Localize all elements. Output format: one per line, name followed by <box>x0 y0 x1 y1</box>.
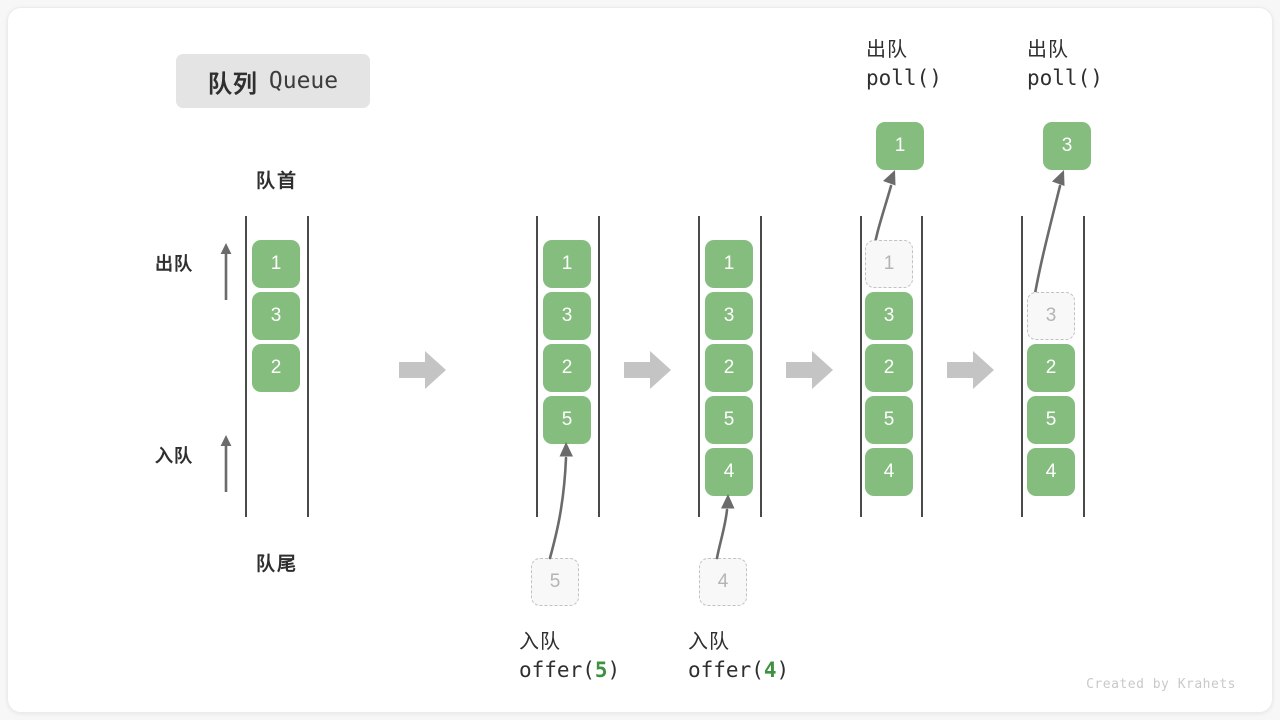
queue-rail-right-stage2 <box>598 216 600 517</box>
diagram-card: 队列 Queue 队首 队尾 出队 入队 1 3 2 <box>7 7 1273 713</box>
enqueue-direction-arrow-icon <box>220 435 232 492</box>
queue-cell: 3 <box>252 292 300 340</box>
op-caption-offer-5: 入队 offer(5) <box>519 628 739 686</box>
queue-rail-left-stage4 <box>860 216 862 517</box>
dequeue-direction-arrow-icon <box>220 243 232 300</box>
queue-cell: 5 <box>705 396 753 444</box>
queue-rail-right-stage1 <box>307 216 309 517</box>
queue-rail-right-stage4 <box>921 216 923 517</box>
queue-cell: 3 <box>865 292 913 340</box>
title-badge: 队列 Queue <box>176 54 370 108</box>
op-header-poll-1: 出队 poll() <box>866 36 1086 94</box>
title-en: Queue <box>268 68 339 94</box>
dequeue-side-label: 出队 <box>155 254 193 274</box>
queue-cell: 4 <box>865 448 913 496</box>
queue-cell-ghost: 3 <box>1027 292 1075 340</box>
queue-tail-label: 队尾 <box>255 554 298 575</box>
op-caption-code: offer(4) <box>688 656 908 686</box>
enqueue-side-label: 入队 <box>155 446 193 466</box>
queue-cell-ghost: 1 <box>865 240 913 288</box>
code-post: ) <box>607 658 621 683</box>
queue-rail-right-stage3 <box>760 216 762 517</box>
queue-cell: 1 <box>252 240 300 288</box>
polled-result-cell: 1 <box>876 122 924 170</box>
queue-head-label: 队首 <box>255 171 298 192</box>
queue-cell: 5 <box>865 396 913 444</box>
op-caption-cn: 入队 <box>688 631 730 653</box>
queue-cell: 4 <box>1027 448 1075 496</box>
incoming-ghost-cell: 5 <box>531 558 579 606</box>
title-cn: 队列 <box>207 70 258 98</box>
code-post: ) <box>776 658 790 683</box>
queue-cell: 2 <box>1027 344 1075 392</box>
enqueue-curve-arrow-icon <box>715 494 735 560</box>
queue-cell: 2 <box>252 344 300 392</box>
queue-cell: 5 <box>1027 396 1075 444</box>
op-header-cn: 出队 <box>866 39 908 61</box>
queue-rail-left-stage5 <box>1021 216 1023 517</box>
op-header-code: poll() <box>1027 66 1103 91</box>
credit-text: Created by Krahets <box>1086 677 1236 692</box>
code-arg: 5 <box>594 658 608 683</box>
queue-cell: 5 <box>543 396 591 444</box>
dequeue-curve-arrow-icon <box>1031 170 1065 308</box>
op-caption-cn: 入队 <box>519 631 561 653</box>
queue-rail-right-stage5 <box>1083 216 1085 517</box>
queue-rail-left-stage2 <box>536 216 538 517</box>
queue-cell: 3 <box>705 292 753 340</box>
queue-cell: 4 <box>705 448 753 496</box>
queue-cell: 3 <box>543 292 591 340</box>
code-pre: offer( <box>519 658 595 683</box>
code-arg: 4 <box>763 658 777 683</box>
queue-cell: 2 <box>705 344 753 392</box>
op-header-code: poll() <box>866 66 942 91</box>
queue-cell: 2 <box>865 344 913 392</box>
flow-arrow-icon <box>399 351 446 389</box>
queue-rail-left-stage1 <box>245 216 247 517</box>
incoming-ghost-cell: 4 <box>699 558 747 606</box>
flow-arrow-icon <box>786 351 833 389</box>
flow-arrow-icon <box>947 351 994 389</box>
queue-cell: 2 <box>543 344 591 392</box>
code-pre: offer( <box>688 658 764 683</box>
queue-rail-left-stage3 <box>698 216 700 517</box>
polled-result-cell: 3 <box>1043 122 1091 170</box>
flow-arrow-icon <box>624 351 671 389</box>
enqueue-curve-arrow-icon <box>548 442 573 560</box>
op-caption-offer-4: 入队 offer(4) <box>688 628 908 686</box>
op-caption-code: offer(5) <box>519 656 739 686</box>
queue-cell: 1 <box>543 240 591 288</box>
op-header-poll-3: 出队 poll() <box>1027 36 1247 94</box>
op-header-cn: 出队 <box>1027 39 1069 61</box>
queue-cell: 1 <box>705 240 753 288</box>
